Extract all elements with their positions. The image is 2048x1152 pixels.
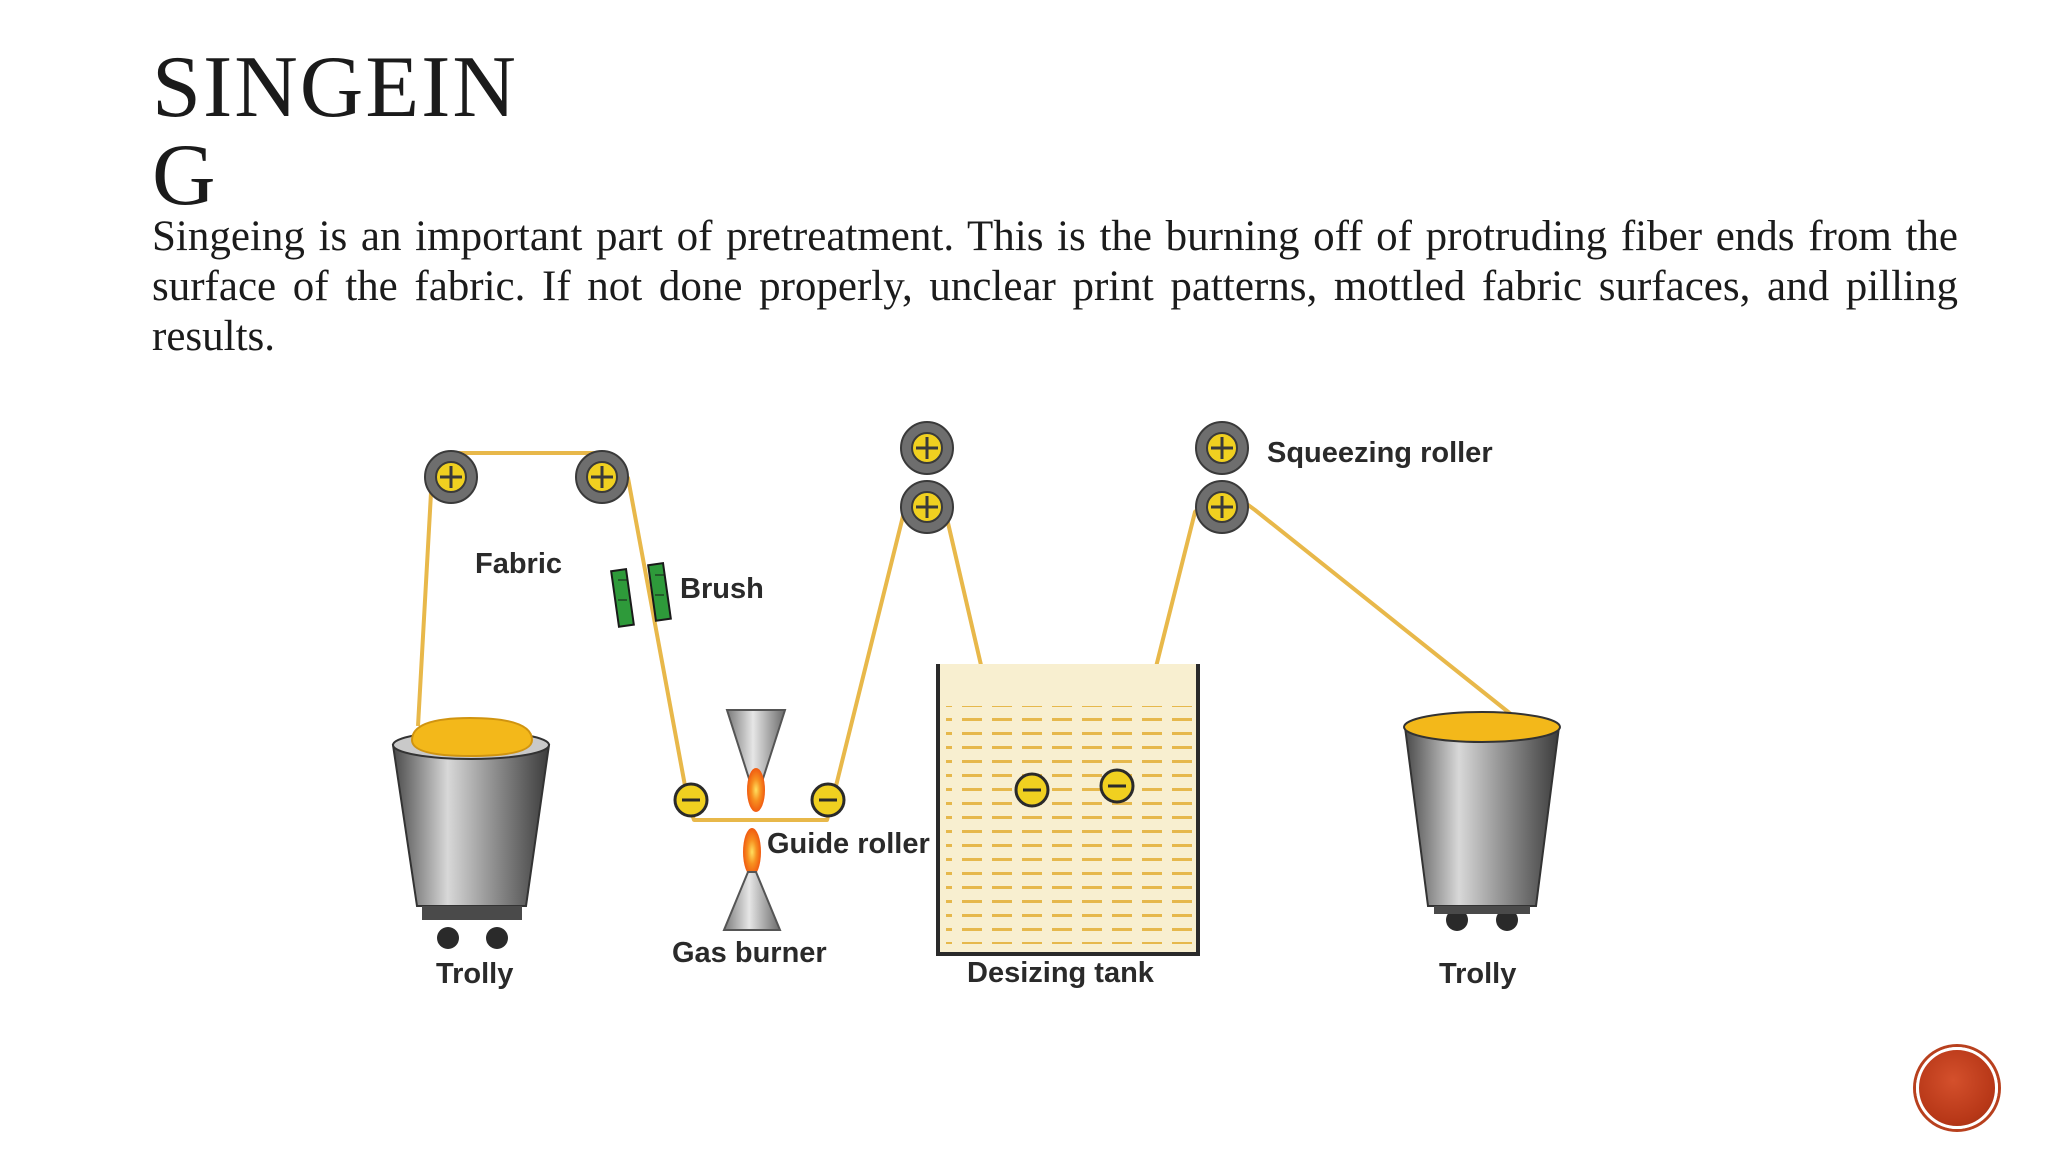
- guide-roller-left: [673, 782, 709, 818]
- label-trolly-right: Trolly: [1439, 958, 1516, 990]
- label-trolly-left: Trolly: [436, 958, 513, 990]
- trolly-right: [1403, 711, 1561, 931]
- tank-roller-left: [1014, 772, 1050, 808]
- squeezing-roller-pair: [1195, 421, 1249, 534]
- slide-nav-button[interactable]: [1916, 1047, 1998, 1129]
- squeeze-roller-pair-middle: [900, 421, 954, 534]
- label-brush: Brush: [680, 573, 764, 605]
- label-gas-burner: Gas burner: [672, 937, 827, 969]
- top-roller-right: [575, 450, 629, 504]
- gas-burner-top: [725, 709, 787, 812]
- desizing-tank: [936, 664, 1200, 956]
- guide-roller-right: [810, 782, 846, 818]
- label-squeezing-roller: Squeezing roller: [1267, 437, 1493, 469]
- brush: [610, 562, 672, 628]
- trolly-left: [391, 716, 551, 949]
- tank-roller-right: [1099, 768, 1135, 804]
- gas-burner-bottom: [722, 828, 782, 931]
- label-fabric: Fabric: [475, 548, 562, 580]
- slide-body-text: Singeing is an important part of pretrea…: [152, 213, 1958, 360]
- label-desizing-tank: Desizing tank: [967, 957, 1155, 989]
- slide-title: SINGEING: [152, 39, 518, 224]
- top-roller-left: [424, 450, 478, 504]
- label-guide-roller: Guide roller: [767, 828, 930, 860]
